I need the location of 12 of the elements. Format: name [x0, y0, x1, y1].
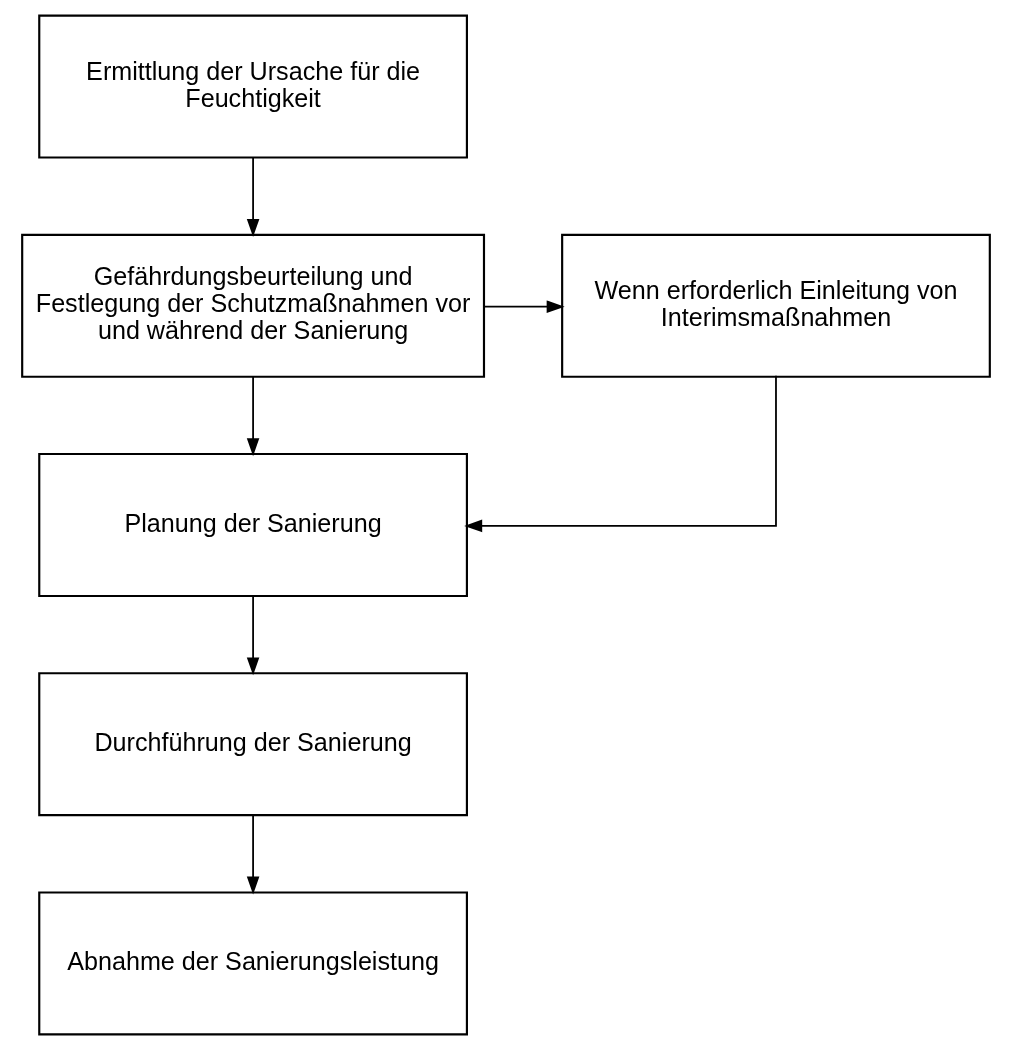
node-box: Durchführung der Sanierung	[38, 672, 468, 817]
node-box: Wenn erforderlich Einleitung von Interimsmaßnahmen	[561, 233, 991, 378]
node-box: Abnahme der Sanierungsleistung	[38, 891, 468, 1036]
node-box: Ermittlung der Ursache für die Feuchtigkeit	[38, 14, 468, 159]
arrow	[246, 156, 260, 237]
arrow	[464, 374, 777, 533]
node-box: Gefährdungsbeurteilung und Festlegung der Schutzmaßnahmen vor und während der Sanierung	[21, 233, 486, 378]
arrow	[483, 300, 565, 313]
arrow	[246, 595, 260, 676]
arrow	[246, 814, 260, 895]
arrow	[246, 376, 260, 457]
node-box: Planung der Sanierung	[38, 452, 468, 598]
